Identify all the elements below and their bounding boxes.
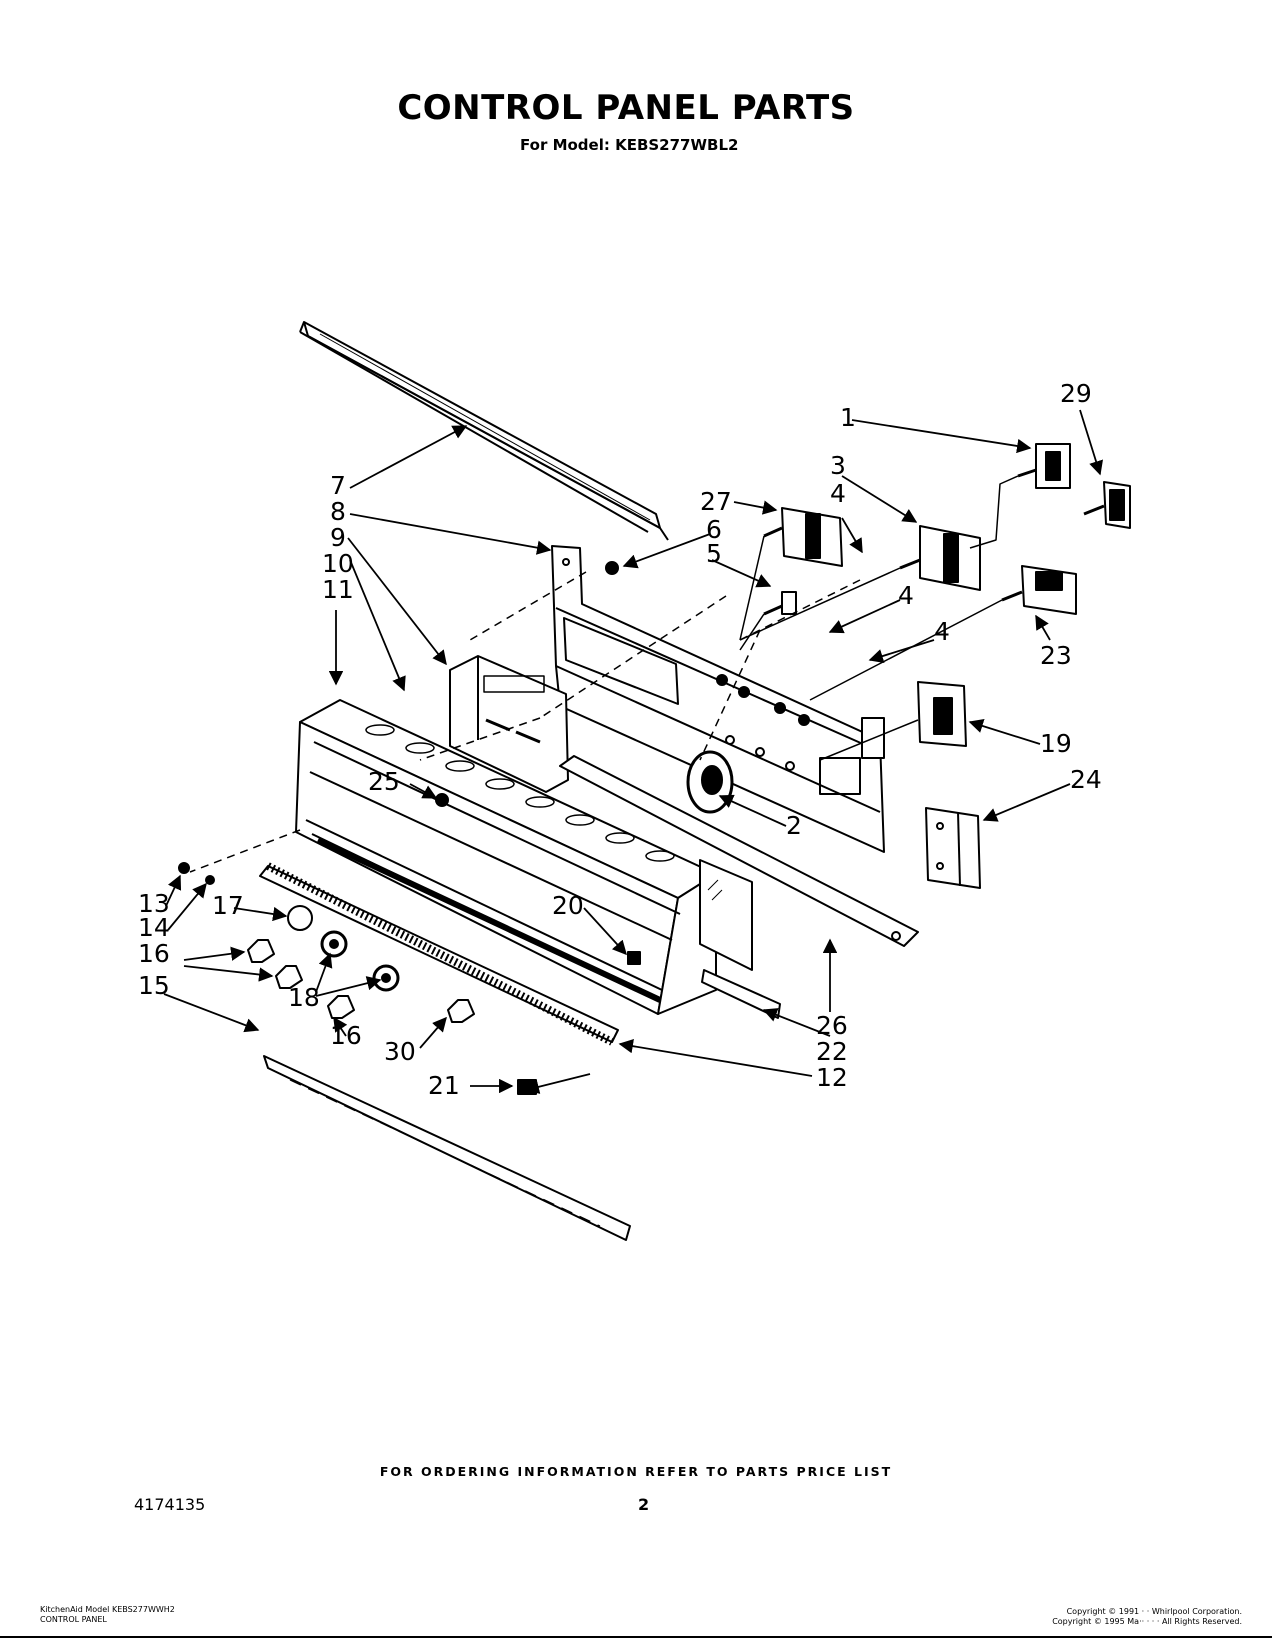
- callout-19: 19: [1040, 729, 1072, 758]
- part-clip-20: [627, 951, 641, 965]
- part-nut-6: [605, 561, 619, 575]
- copyright-line-1: Copyright © 1991 · · Whirlpool Corporati…: [1066, 1607, 1242, 1616]
- footer-model-info: KitchenAid Model KEBS277WWH2 CONTROL PAN…: [40, 1605, 175, 1625]
- part-screw-14: [205, 875, 215, 885]
- part-screw-13: [178, 862, 190, 874]
- callout-6: 6: [706, 515, 722, 544]
- callout-15: 15: [138, 971, 170, 1000]
- part-switch-3: [899, 525, 981, 591]
- callout-13: 13: [138, 889, 170, 918]
- callout-18: 18: [288, 983, 320, 1012]
- callout-16a: 16: [138, 939, 170, 968]
- copyright-line-2: Copyright © 1995 Ma·· · · · All Rights R…: [1052, 1617, 1242, 1626]
- callout-4a: 4: [830, 479, 846, 508]
- callout-17: 17: [212, 891, 244, 920]
- callout-12: 12: [816, 1063, 848, 1092]
- footer-model-line: KitchenAid Model KEBS277WWH2: [40, 1605, 175, 1614]
- page-title: CONTROL PANEL PARTS: [397, 88, 855, 128]
- callout-22: 22: [816, 1037, 848, 1066]
- callout-24: 24: [1070, 765, 1102, 794]
- callout-1: 1: [840, 403, 856, 432]
- part-clock-module: [449, 655, 569, 793]
- part-clip-21: [517, 1079, 537, 1095]
- callout-27: 27: [700, 487, 732, 516]
- callout-4b: 4: [898, 581, 914, 610]
- footer-copyright: Copyright © 1991 · · Whirlpool Corporati…: [1052, 1607, 1242, 1627]
- callout-29: 29: [1060, 379, 1092, 408]
- document-number: 4174135: [134, 1495, 206, 1514]
- part-knob-16b: [275, 965, 303, 989]
- part-top-trim-rail: [299, 321, 669, 541]
- part-bottom-trim: [263, 1055, 631, 1241]
- part-control-bracket: [551, 545, 885, 853]
- callout-23: 23: [1040, 641, 1072, 670]
- page-number: 2: [638, 1495, 650, 1514]
- callout-7: 7: [330, 471, 346, 500]
- callout-2: 2: [786, 811, 802, 840]
- part-knob-16a: [247, 939, 275, 963]
- callout-14: 14: [138, 913, 170, 942]
- part-switch-5: [763, 591, 797, 616]
- footer-section-line: CONTROL PANEL: [40, 1615, 107, 1624]
- part-switch-1: [1017, 443, 1071, 489]
- callout-21: 21: [428, 1071, 460, 1100]
- model-subtitle: For Model: KEBS277WBL2: [520, 136, 739, 154]
- callout-9: 9: [330, 523, 346, 552]
- part-control-panel-housing: [295, 699, 717, 1015]
- bottom-rule: [0, 1636, 1272, 1638]
- part-bracket-24: [925, 807, 981, 889]
- callout-8: 8: [330, 497, 346, 526]
- part-knob-16c: [327, 995, 355, 1019]
- callout-5: 5: [706, 539, 722, 568]
- callout-3: 3: [830, 451, 846, 480]
- ordering-note: FOR ORDERING INFORMATION REFER TO PARTS …: [379, 1464, 893, 1479]
- callout-11: 11: [322, 575, 354, 604]
- callout-26: 26: [816, 1011, 848, 1040]
- part-display-glass: [699, 859, 753, 971]
- part-selector-knob: [686, 750, 734, 814]
- part-switch-23: [1001, 565, 1077, 615]
- part-washer-17: [287, 905, 313, 931]
- part-knob-30: [447, 999, 475, 1023]
- callout-30: 30: [384, 1037, 416, 1066]
- part-lower-rail: [559, 755, 919, 947]
- part-screw-25: [435, 793, 449, 807]
- callout-16b: 16: [330, 1021, 362, 1050]
- callout-25: 25: [368, 767, 400, 796]
- part-switch-19: [917, 681, 967, 747]
- part-switch-29: [1083, 481, 1131, 529]
- callout-labels: 1 29 3 4 27 7 8 6 5 9 10 11 4 4 23 19 24…: [138, 379, 1102, 1100]
- callout-10: 10: [322, 549, 354, 578]
- callout-20: 20: [552, 891, 584, 920]
- part-switch-27: [763, 507, 843, 567]
- callout-4c: 4: [934, 617, 950, 646]
- part-vent-grille: [259, 862, 619, 1046]
